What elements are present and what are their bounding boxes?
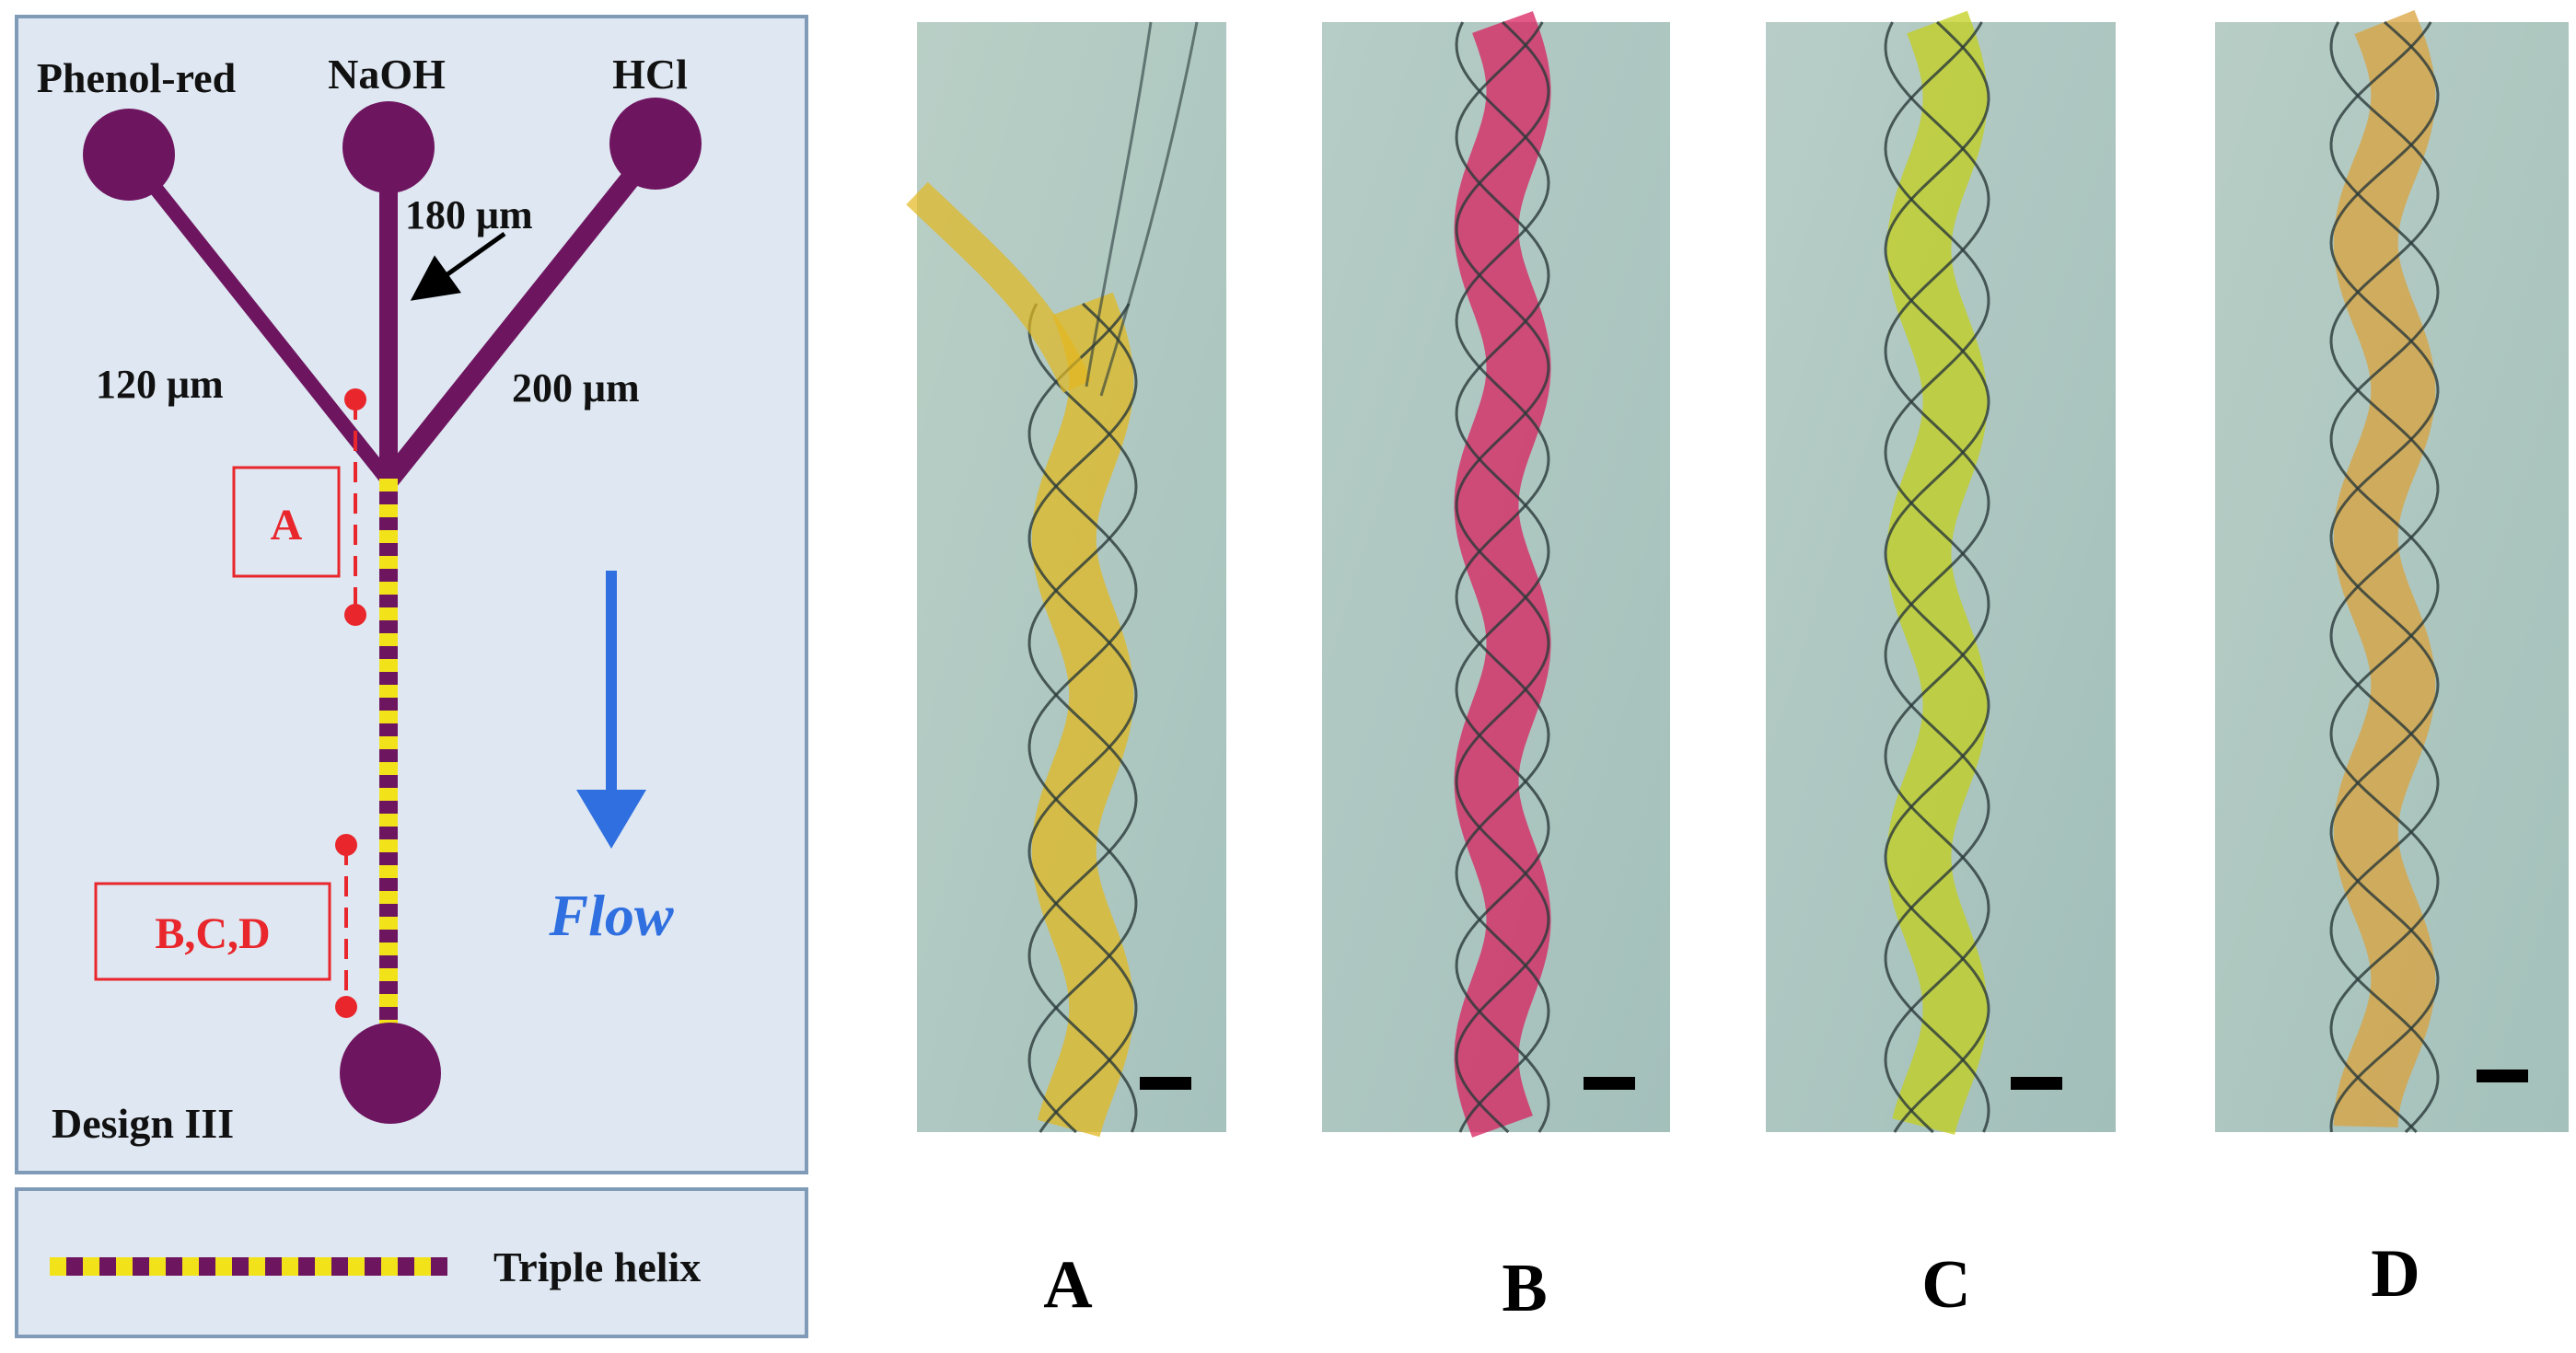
flow-label: Flow — [548, 883, 673, 948]
micrograph-b-scale-bar — [1584, 1077, 1635, 1090]
observation-marker-a: A — [232, 388, 366, 626]
micrograph-b — [1322, 11, 1670, 1138]
micrograph-b-helix — [1454, 11, 1551, 1138]
upper-strand — [1085, 21, 1199, 397]
marker-bcd-label: B,C,D — [155, 909, 270, 958]
width-label-right: 200 μm — [512, 365, 640, 411]
micrograph-d — [2215, 10, 2569, 1134]
schematic-panel: Phenol-red NaOH HCl 180 μm 120 μm 200 μm… — [15, 15, 808, 1174]
design-label: Design III — [52, 1100, 234, 1147]
helix-strand — [2329, 21, 2440, 1134]
naoh-inlet-reservoir — [342, 101, 435, 193]
marker-a-label: A — [271, 501, 303, 549]
hcl-inlet-reservoir — [609, 98, 702, 190]
helix-core-band — [1886, 10, 1988, 1135]
helix-strand — [1884, 21, 1990, 1133]
helix-strand — [1455, 20, 1550, 1134]
phenol-red-inlet-reservoir — [83, 109, 175, 201]
width-label-center: 180 μm — [405, 192, 533, 237]
legend-label-triple-helix: Triple helix — [493, 1243, 701, 1290]
outlet-reservoir — [340, 1023, 441, 1124]
right-inlet-channel — [380, 137, 666, 489]
helix-strand — [1455, 21, 1550, 1133]
micrograph-c-scale-bar — [2011, 1077, 2062, 1090]
helix-strand — [2329, 20, 2440, 1133]
observation-marker-bcd: B,C,D — [94, 834, 357, 1018]
triple-helix-swatch — [50, 1257, 447, 1276]
micrograph-label-d: D — [2371, 1236, 2419, 1312]
legend-panel: Triple helix — [15, 1187, 808, 1338]
micrograph-d-scale-bar — [2477, 1070, 2528, 1082]
width-label-left: 120 μm — [96, 362, 224, 407]
inlet-label-hcl: HCl — [612, 51, 688, 98]
micrograph-a-scale-bar — [1140, 1077, 1191, 1090]
micrograph-a — [906, 21, 1226, 1138]
helix-strand — [1884, 21, 1990, 1134]
micrograph-label-c: C — [1921, 1247, 1970, 1323]
inlet-branch-fiber — [906, 181, 1092, 393]
flow-arrow — [576, 571, 646, 849]
helix-strand — [1027, 303, 1138, 1133]
helix-strand — [1027, 302, 1138, 1133]
micrograph-c — [1766, 10, 2116, 1135]
micrograph-c-helix — [1884, 10, 1990, 1135]
micrograph-label-b: B — [1502, 1251, 1547, 1326]
helix-core-band — [1031, 292, 1134, 1138]
micrograph-label-a: A — [1043, 1247, 1092, 1323]
helix-strand — [1884, 20, 1990, 1133]
inlet-label-naoh: NaOH — [328, 51, 446, 98]
channel-network — [122, 137, 666, 489]
main-helix-channel — [379, 479, 398, 1040]
helix-strand — [1027, 303, 1138, 1134]
width-pointer-arrow — [410, 231, 506, 301]
micrograph-d-helix — [2329, 10, 2440, 1134]
left-inlet-channel — [122, 147, 394, 486]
helix-strand — [2329, 21, 2440, 1134]
inlet-label-phenol-red: Phenol-red — [37, 54, 237, 101]
helix-strand — [1455, 21, 1550, 1133]
micrograph-a-helix — [906, 21, 1199, 1138]
